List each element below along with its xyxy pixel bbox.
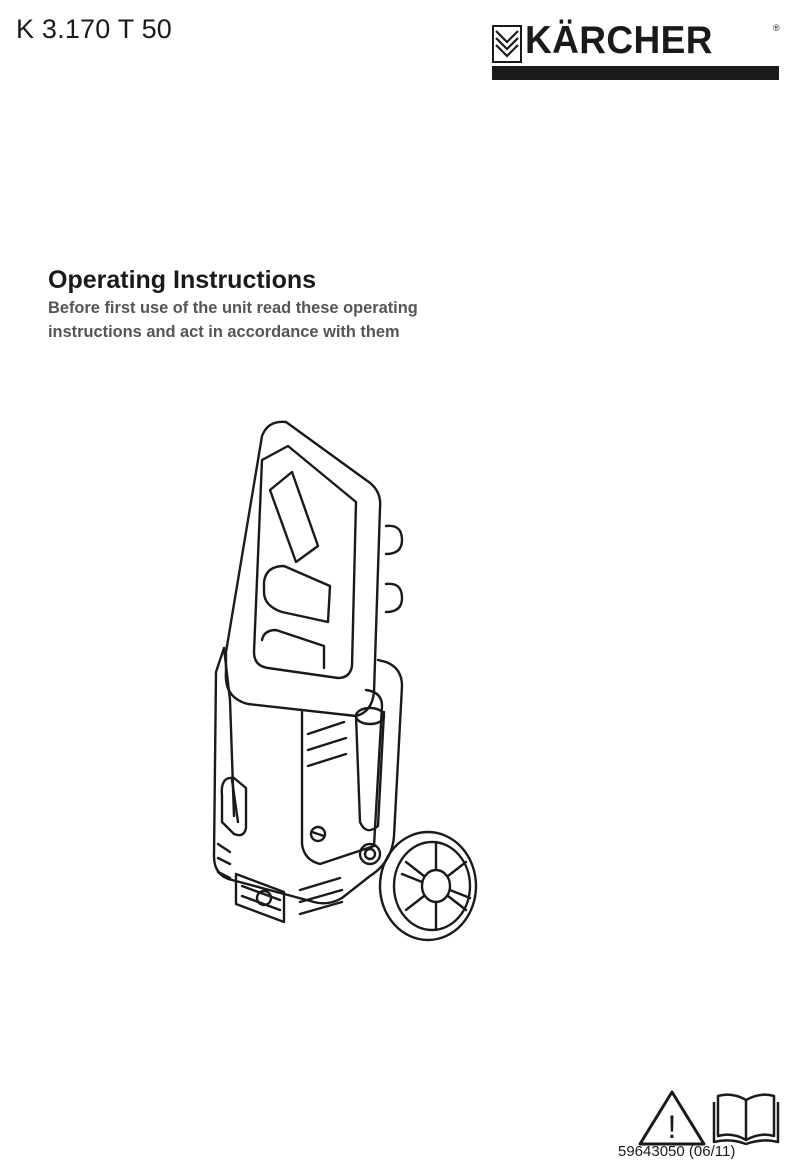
brand-emblem-icon: [492, 25, 522, 63]
model-name: K 3.170 T 50: [16, 14, 173, 44]
brand-logo: KÄRCHER ®: [492, 19, 782, 82]
brand-wordmark: KÄRCHER: [525, 19, 713, 62]
brand-bar: [492, 66, 779, 80]
page-title: Operating Instructions: [48, 266, 317, 294]
document-number: 59643050 (06/11): [618, 1143, 736, 1160]
pressure-washer-illustration: [212, 420, 478, 942]
page-subtitle: Before first use of the unit read these …: [48, 299, 418, 341]
registered-mark: ®: [773, 23, 780, 33]
warning-triangle-icon: !: [638, 1090, 706, 1146]
warning-exclamation: !: [668, 1109, 677, 1145]
open-book-icon: [712, 1093, 780, 1146]
